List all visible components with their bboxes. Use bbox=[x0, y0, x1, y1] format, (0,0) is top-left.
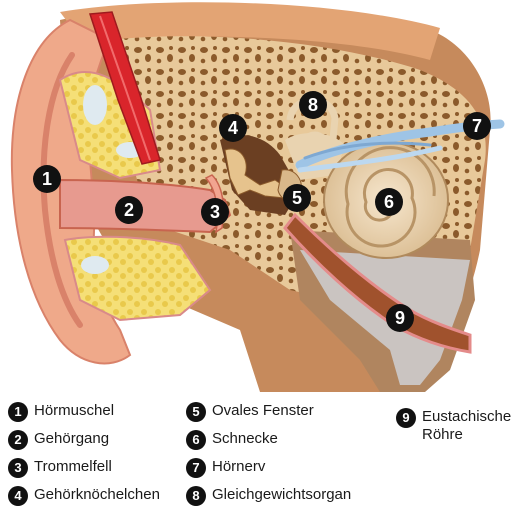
legend-badge-2: 2 bbox=[8, 430, 28, 450]
legend-item-2: 2 Gehörgang bbox=[8, 430, 109, 450]
legend-badge-9: 9 bbox=[396, 408, 416, 428]
callout-badge-4: 4 bbox=[219, 114, 247, 142]
legend-item-3: 3 Trommelfell bbox=[8, 458, 112, 478]
legend-item-9: 9 Eustachische Röhre bbox=[396, 408, 511, 444]
legend-badge-3: 3 bbox=[8, 458, 28, 478]
legend-badge-1: 1 bbox=[8, 402, 28, 422]
callout-badge-5: 5 bbox=[283, 184, 311, 212]
callout-badge-3: 3 bbox=[201, 198, 229, 226]
svg-text:2: 2 bbox=[124, 200, 134, 220]
legend-label-4: Gehörknöchelchen bbox=[34, 486, 160, 504]
legend-label-9: Eustachische Röhre bbox=[422, 408, 511, 444]
callout-badge-1: 1 bbox=[33, 165, 61, 193]
svg-text:4: 4 bbox=[228, 118, 238, 138]
callout-badge-6: 6 bbox=[375, 188, 403, 216]
legend: 1 Hörmuschel 2 Gehörgang 3 Trommelfell 4… bbox=[0, 398, 519, 507]
callout-badge-7: 7 bbox=[463, 112, 491, 140]
legend-label-3: Trommelfell bbox=[34, 458, 112, 476]
legend-item-6: 6 Schnecke bbox=[186, 430, 278, 450]
legend-badge-5: 5 bbox=[186, 402, 206, 422]
legend-label-8: Gleichgewichtsorgan bbox=[212, 486, 351, 504]
legend-label-6: Schnecke bbox=[212, 430, 278, 448]
legend-badge-4: 4 bbox=[8, 486, 28, 506]
legend-badge-6: 6 bbox=[186, 430, 206, 450]
callout-badge-8: 8 bbox=[299, 91, 327, 119]
svg-text:1: 1 bbox=[42, 169, 52, 189]
legend-item-7: 7 Hörnerv bbox=[186, 458, 265, 478]
legend-label-5: Ovales Fenster bbox=[212, 402, 314, 420]
svg-text:9: 9 bbox=[395, 308, 405, 328]
ear-anatomy-illustration: 1 2 3 4 5 6 7 8 9 bbox=[0, 0, 519, 392]
legend-item-4: 4 Gehörknöchelchen bbox=[8, 486, 160, 506]
legend-badge-7: 7 bbox=[186, 458, 206, 478]
legend-item-8: 8 Gleichgewichtsorgan bbox=[186, 486, 351, 506]
legend-label-1: Hörmuschel bbox=[34, 402, 114, 420]
legend-badge-8: 8 bbox=[186, 486, 206, 506]
legend-item-5: 5 Ovales Fenster bbox=[186, 402, 314, 422]
svg-text:6: 6 bbox=[384, 192, 394, 212]
callout-badge-9: 9 bbox=[386, 304, 414, 332]
svg-text:8: 8 bbox=[308, 95, 318, 115]
legend-label-2: Gehörgang bbox=[34, 430, 109, 448]
fat-highlight-1 bbox=[83, 85, 107, 125]
svg-text:5: 5 bbox=[292, 188, 302, 208]
legend-label-7: Hörnerv bbox=[212, 458, 265, 476]
svg-text:7: 7 bbox=[472, 116, 482, 136]
callout-badge-2: 2 bbox=[115, 196, 143, 224]
fat-highlight-3 bbox=[81, 256, 109, 274]
legend-item-1: 1 Hörmuschel bbox=[8, 402, 114, 422]
svg-text:3: 3 bbox=[210, 202, 220, 222]
